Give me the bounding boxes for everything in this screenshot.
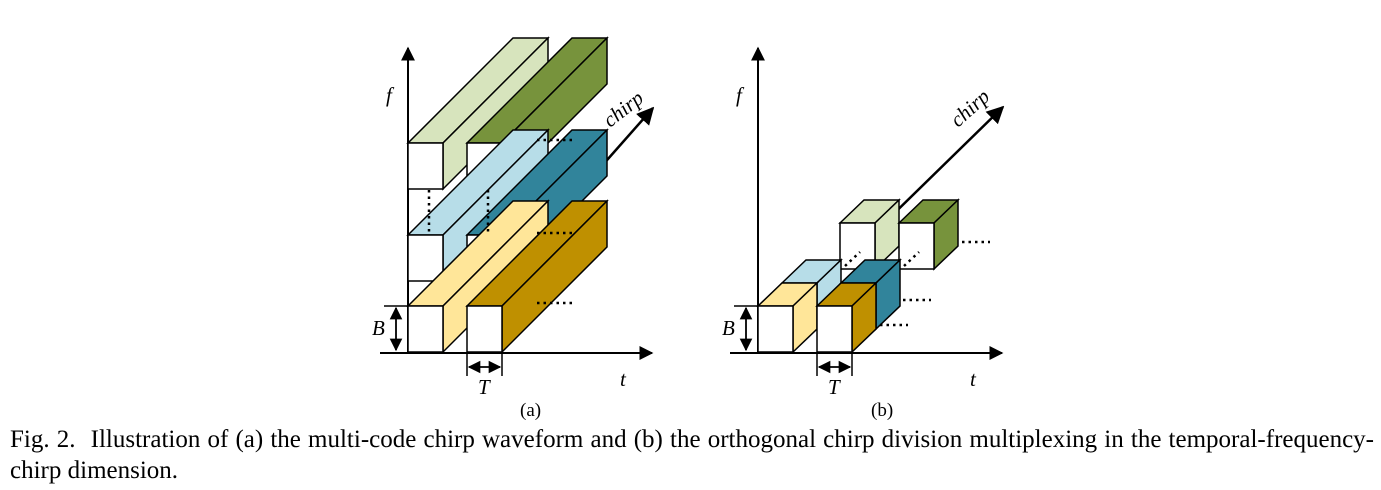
caption-text: Illustration of (a) the multi-code chirp… [10, 426, 1375, 484]
t-label-a: T [478, 375, 491, 399]
chirp-axis-a [599, 106, 655, 169]
panel-b: f t chirp B T (b) [722, 46, 1005, 420]
t-dimension-a [466, 353, 503, 376]
t-axis-label-a: t [620, 367, 627, 391]
bar-yellow-right-a [465, 199, 609, 354]
dots-b [844, 240, 990, 327]
dots-a [427, 138, 576, 305]
panel-a-label: (a) [520, 400, 541, 420]
cube-green-right-b [897, 198, 960, 271]
panel-b-label: (b) [871, 400, 893, 420]
f-axis-label-b: f [736, 83, 745, 107]
cube-yellow-left-b [756, 281, 819, 354]
t-label-b: T [828, 375, 841, 399]
panel-a: f t chirp B T (a) [372, 36, 655, 420]
cube-green-left-b [838, 198, 901, 271]
chirp-axis-label-b: chirp [945, 84, 994, 131]
b-label-a: B [372, 316, 385, 340]
figure-svg: f t chirp B T (a) [372, 36, 1005, 420]
f-axis-label-a: f [386, 83, 395, 107]
t-axis-label-b: t [970, 367, 977, 391]
chirp-axis-label-a: chirp [598, 86, 648, 132]
t-dimension-b [816, 353, 853, 376]
b-label-b: B [722, 316, 735, 340]
b-dimension-a [384, 305, 408, 352]
cube-yellow-right-b [815, 281, 878, 354]
caption-prefix: Fig. 2. [10, 426, 76, 453]
b-dimension-b [734, 305, 758, 352]
figure-caption: Fig. 2. Illustration of (a) the multi-co… [10, 424, 1374, 486]
